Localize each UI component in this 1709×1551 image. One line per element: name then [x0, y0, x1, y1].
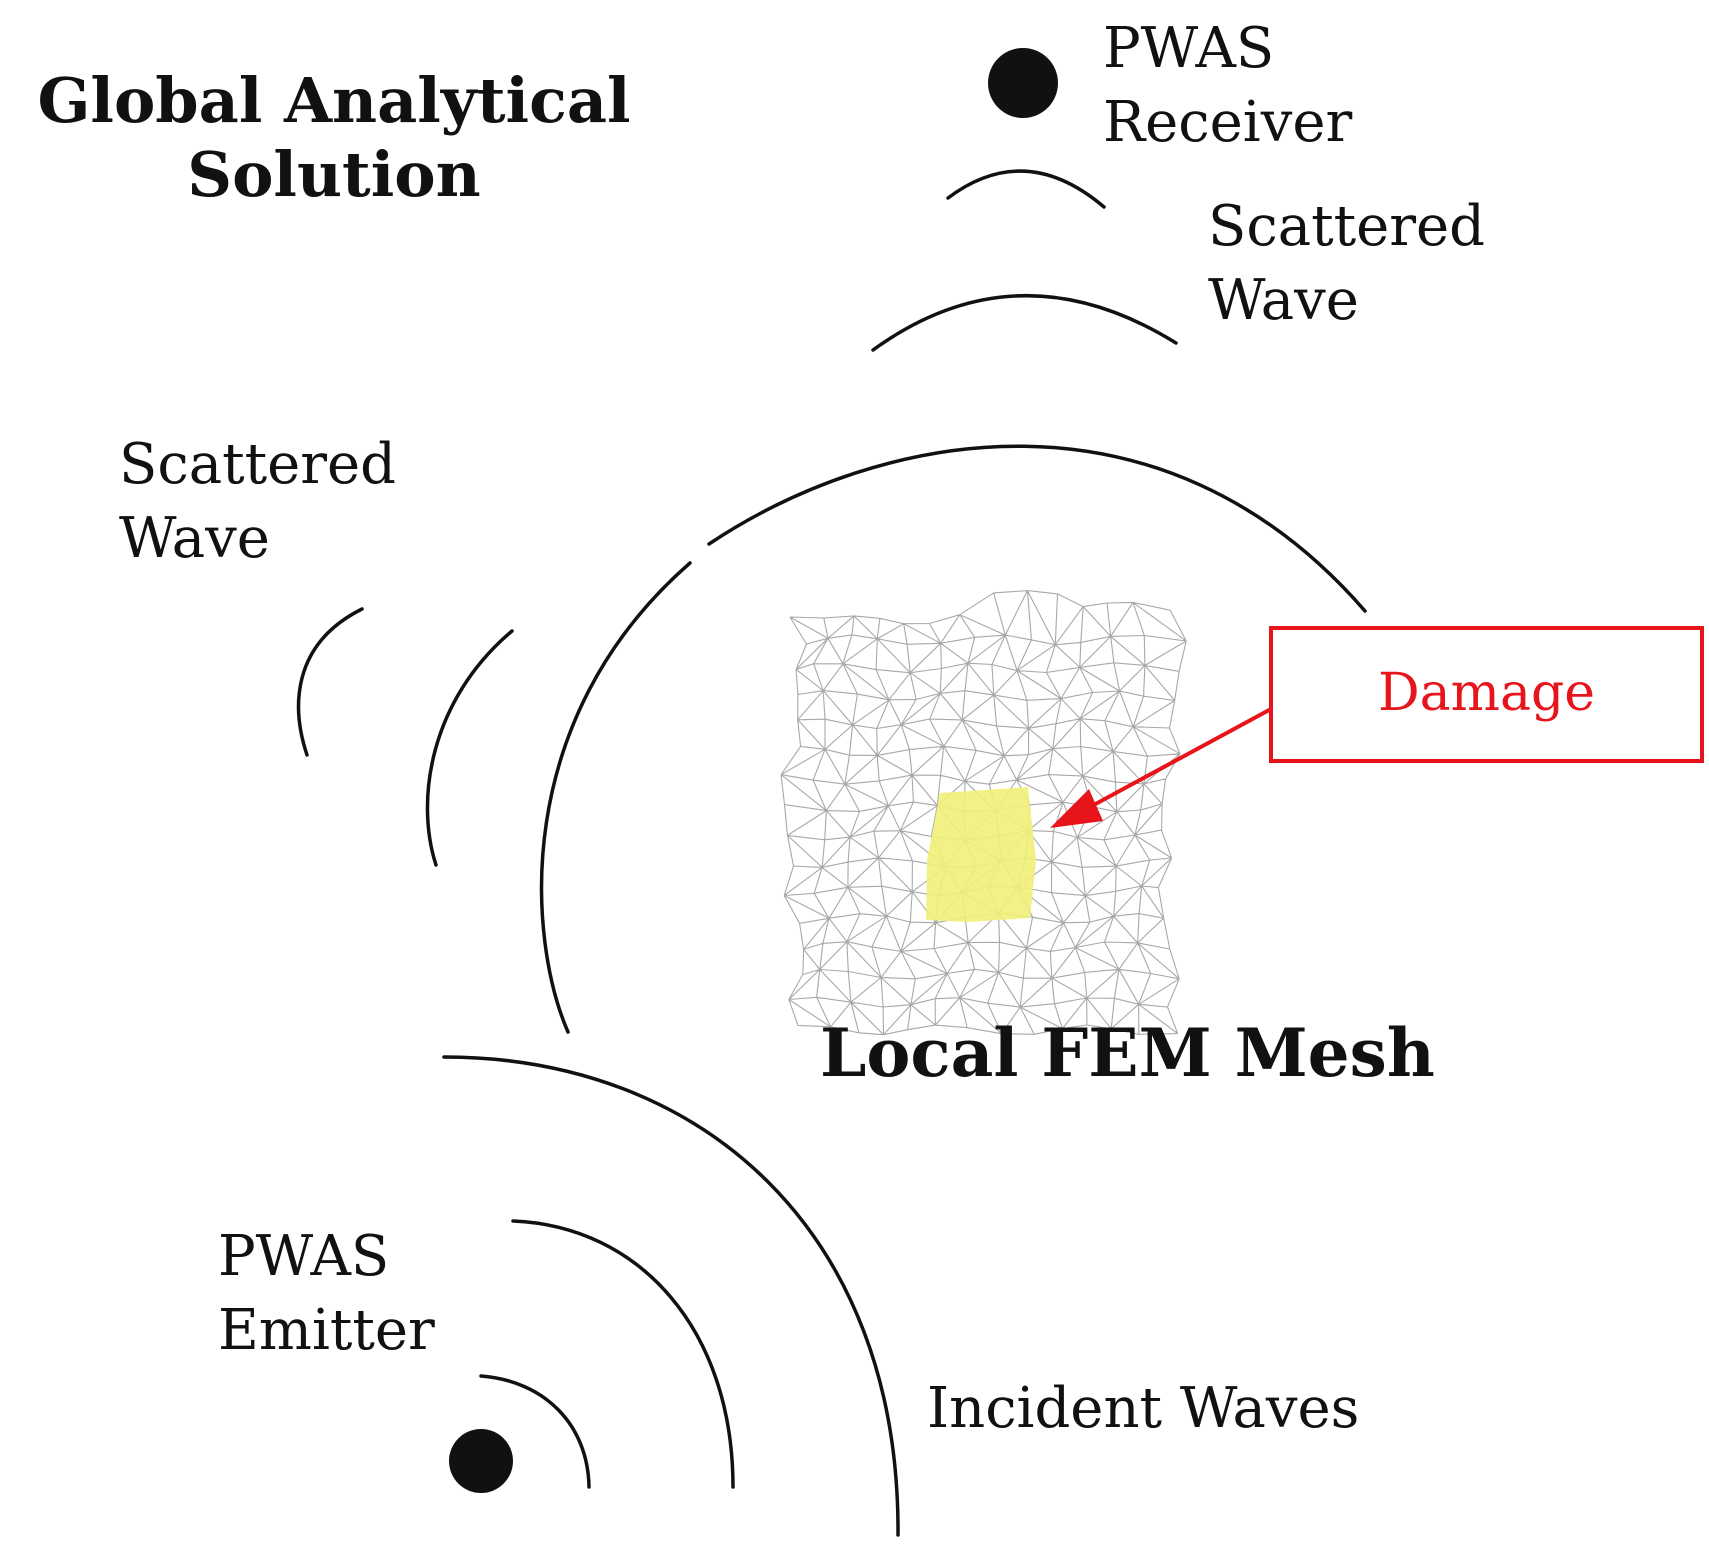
scattered-wave-arc-top-small [946, 169, 1106, 209]
damage-callout-box [1269, 626, 1704, 763]
receiver-line-2: Receiver [1103, 90, 1353, 155]
scattered-wave-label-left: Scattered Wave [119, 428, 396, 576]
pwas-emitter-label: PWAS Emitter [218, 1220, 435, 1368]
title-line-1: Global Analytical [37, 64, 631, 137]
pwas-receiver-label: PWAS Receiver [1103, 12, 1352, 160]
global-analytical-solution-title: Global Analytical Solution [14, 64, 654, 213]
scattered-wave-arc-left-outer [296, 607, 364, 757]
pwas-emitter-dot [449, 1429, 513, 1493]
scattered-wave-right-line-1: Scattered [1208, 194, 1486, 259]
scattered-wave-arc-large-left [539, 561, 692, 1034]
scattered-wave-arc-left-inner [425, 629, 514, 867]
incident-wave-arc-inner [479, 1374, 591, 1489]
title-line-2: Solution [187, 138, 481, 212]
damage-arrow-shaft [1089, 707, 1272, 809]
scattered-wave-label-right: Scattered Wave [1208, 190, 1485, 338]
damage-region [926, 787, 1036, 922]
scattered-wave-left-line-1: Scattered [119, 432, 397, 497]
scattered-wave-right-line-2: Wave [1208, 268, 1359, 333]
incident-wave-arc-outer [442, 1055, 900, 1537]
scattered-wave-arc-large [707, 444, 1367, 613]
scattered-wave-left-line-2: Wave [119, 506, 270, 571]
damage-label: Damage [1377, 663, 1596, 723]
incident-waves-label: Incident Waves [927, 1376, 1360, 1441]
receiver-line-1: PWAS [1103, 16, 1275, 81]
emitter-line-2: Emitter [218, 1298, 435, 1363]
scattered-wave-arc-top-large [871, 293, 1178, 352]
local-fem-mesh-label: Local FEM Mesh [820, 1014, 1435, 1092]
incident-wave-arc-middle [511, 1219, 735, 1489]
damage-arrow-head [1050, 789, 1103, 828]
pwas-receiver-dot [988, 48, 1058, 118]
emitter-line-1: PWAS [218, 1224, 390, 1289]
